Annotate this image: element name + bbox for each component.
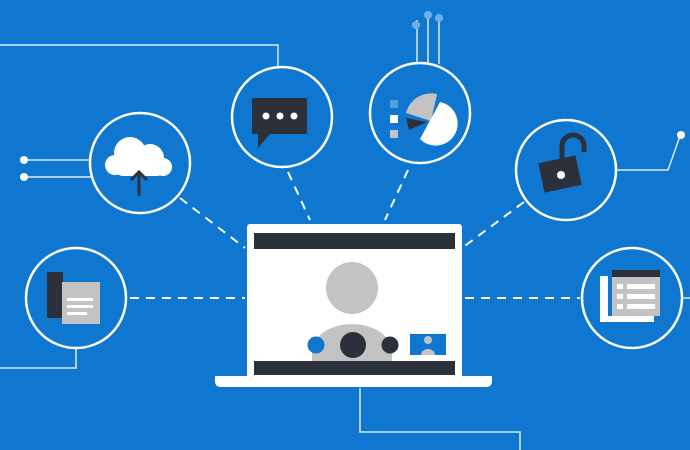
- screen-top-bar: [254, 233, 455, 249]
- pie-chart-icon: [390, 93, 458, 146]
- cloud-upload-icon: [105, 137, 172, 196]
- laptop-base: [215, 376, 492, 387]
- window-list-icon: [600, 270, 660, 322]
- chat-bubble-icon: [252, 98, 307, 148]
- call-control-button: [307, 336, 325, 354]
- self-view-window: [410, 334, 446, 355]
- dashed-links: [130, 169, 580, 299]
- laptop-video-call-icon: [215, 224, 492, 387]
- documents-icon: [47, 272, 100, 324]
- call-control-button: [340, 332, 366, 358]
- call-control-button: [381, 336, 399, 354]
- antenna-dots: [412, 11, 443, 29]
- unlocked-padlock-icon: [538, 132, 587, 193]
- connector-dots: [20, 131, 685, 181]
- user-avatar-head: [326, 262, 378, 314]
- screen-bottom-bar: [254, 361, 455, 375]
